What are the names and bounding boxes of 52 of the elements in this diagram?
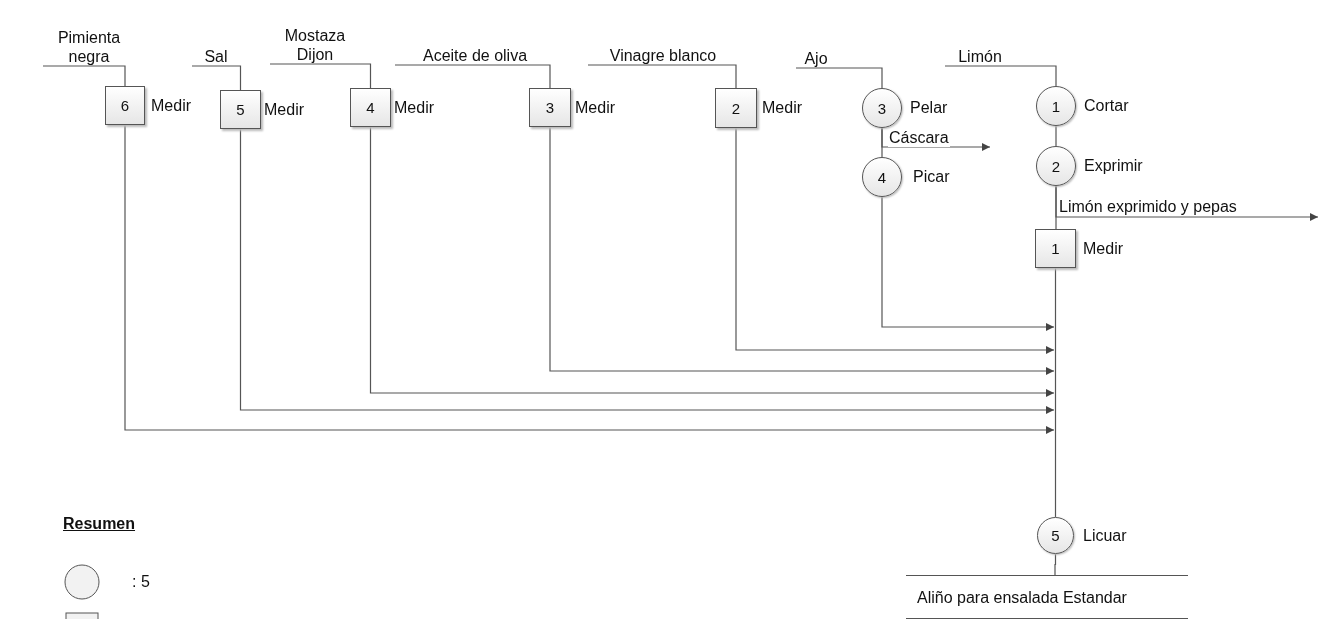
operation-name: Medir [264,99,304,119]
edge-label: Limón exprimido y pepas [1058,197,1238,216]
operation-circle: 1 [1036,86,1076,126]
inspection-square: 3 [529,88,571,127]
inspection-square: 1 [1035,229,1076,268]
operation-name: Medir [762,98,802,117]
flow-line [269,63,372,89]
operation-name: Exprimir [1084,156,1143,175]
material-label: Limón [945,39,1015,66]
material-label: Sal [192,40,240,66]
edge-label: Cáscara [888,128,950,147]
flow-line [1055,185,1057,230]
flow-line [587,64,737,89]
operation-name: Medir [151,95,191,115]
operation-name: Medir [575,97,615,117]
material-label: Pimienta negra [43,14,135,66]
operation-name: Medir [1083,238,1123,258]
operation-name: Medir [394,97,434,117]
flow-line [191,65,242,91]
operation-circle: 2 [1036,146,1076,186]
operation-name: Pelar [910,98,948,117]
product-label: Aliño para ensalada Estandar [906,575,1188,619]
flow-arrow [549,126,1055,375]
inspection-square: 2 [715,88,757,128]
flow-line [42,65,126,87]
flow-arrow [239,128,1055,414]
material-label: Mostaza Dijon [270,12,360,64]
flow-line [1055,125,1057,147]
flow-arrow [369,126,1055,397]
flow-line [394,64,551,89]
flow-arrow [881,196,1055,331]
operation-circle: 4 [862,157,902,197]
flow-line [1054,267,1057,518]
flow-line [1054,553,1057,576]
inspection-square: 6 [105,86,145,125]
operation-name: Cortar [1084,96,1129,115]
flow-arrow [881,127,991,151]
inspection-square: 5 [220,90,261,129]
operation-name: Picar [913,167,950,186]
material-label: Ajo [796,41,836,68]
flow-line [795,67,883,89]
flow-line [944,65,1057,87]
flow-arrow [124,124,1055,434]
operation-circle: 5 [1037,517,1074,554]
operation-name: Licuar [1083,525,1127,545]
operation-circle: 3 [862,88,902,128]
material-label: Vinagre blanco [588,38,738,65]
inspection-square: 4 [350,88,391,127]
summary-count: : 5 [132,572,150,591]
flow-arrow [735,127,1055,354]
material-label: Aceite de oliva [395,38,555,65]
summary-heading: Resumen [63,514,136,533]
